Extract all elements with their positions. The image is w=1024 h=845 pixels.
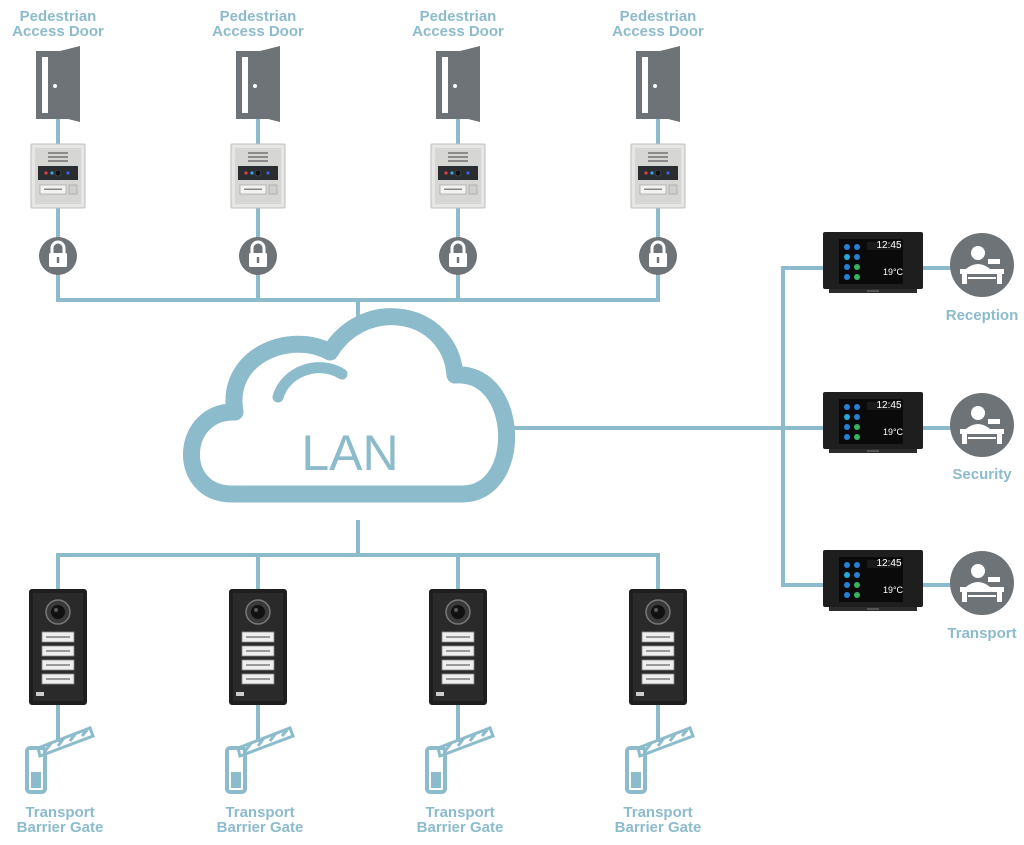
door-label-line1: Pedestrian: [219, 8, 297, 25]
indoor-screen: [823, 232, 923, 293]
gate-intercom: [628, 588, 688, 706]
gate-label-line1: Transport: [623, 804, 693, 821]
screen-temp: 19°C: [883, 267, 904, 277]
gate-label-line2: Barrier Gate: [16, 819, 104, 836]
door-label-1: Pedestrian Access Door: [0, 9, 128, 39]
door-intercom: [230, 143, 286, 209]
station-security: 12:45 19°C: [823, 392, 1014, 457]
gate-label-line2: Barrier Gate: [216, 819, 304, 836]
indoor-screen: [823, 392, 923, 453]
connection-lines: [56, 116, 957, 742]
lock-icon: [637, 235, 679, 277]
door-label-line2: Access Door: [12, 23, 104, 40]
person-at-desk-icon: [950, 393, 1014, 457]
door-column-4: [630, 46, 686, 277]
gate-label-line1: Transport: [225, 804, 295, 821]
gate-column-4: [625, 588, 695, 794]
gate-label-1: Transport Barrier Gate: [0, 805, 130, 835]
gate-intercom: [428, 588, 488, 706]
door-label-line2: Access Door: [412, 23, 504, 40]
door-column-3: [430, 46, 486, 277]
lock-icon: [237, 235, 279, 277]
door-intercom: [30, 143, 86, 209]
gate-column-1: [25, 588, 95, 794]
gate-label-4: Transport Barrier Gate: [588, 805, 728, 835]
lan-label: LAN: [301, 425, 398, 481]
gate-label-line2: Barrier Gate: [614, 819, 702, 836]
door-label-line2: Access Door: [212, 23, 304, 40]
station-label-transport: Transport: [947, 625, 1017, 642]
gate-label-line1: Transport: [425, 804, 495, 821]
door-label-4: Pedestrian Access Door: [588, 9, 728, 39]
person-at-desk-icon: [950, 551, 1014, 615]
indoor-screen: [823, 550, 923, 611]
screen-time: 12:45: [876, 240, 901, 251]
gate-column-2: [225, 588, 295, 794]
screen-time: 12:45: [876, 400, 901, 411]
lock-icon: [37, 235, 79, 277]
door-icon: [236, 46, 280, 122]
screen-time: 12:45: [876, 558, 901, 569]
screen-temp: 19°C: [883, 427, 904, 437]
lock-icon: [437, 235, 479, 277]
door-column-2: [230, 46, 286, 277]
door-label-line1: Pedestrian: [619, 8, 697, 25]
screen-temp: 19°C: [883, 585, 904, 595]
door-icon: [36, 46, 80, 122]
station-reception: 12:45 19°C: [823, 232, 1014, 297]
gate-column-3: [425, 588, 495, 794]
gate-intercom: [28, 588, 88, 706]
gate-label-2: Transport Barrier Gate: [190, 805, 330, 835]
door-label-line1: Pedestrian: [419, 8, 497, 25]
door-label-2: Pedestrian Access Door: [188, 9, 328, 39]
door-icon: [636, 46, 680, 122]
door-intercom: [630, 143, 686, 209]
door-label-line1: Pedestrian: [19, 8, 97, 25]
gate-label-line2: Barrier Gate: [416, 819, 504, 836]
door-label-line2: Access Door: [612, 23, 704, 40]
station-label-reception: Reception: [945, 307, 1019, 324]
door-icon: [436, 46, 480, 122]
door-intercom: [430, 143, 486, 209]
lan-cloud: LAN: [182, 308, 515, 503]
door-label-3: Pedestrian Access Door: [388, 9, 528, 39]
gate-intercom: [228, 588, 288, 706]
gate-label-3: Transport Barrier Gate: [390, 805, 530, 835]
person-at-desk-icon: [950, 233, 1014, 297]
station-transport: 12:45 19°C: [823, 550, 1014, 615]
door-column-1: [30, 46, 86, 277]
gate-label-line1: Transport: [25, 804, 95, 821]
station-label-security: Security: [952, 466, 1012, 483]
